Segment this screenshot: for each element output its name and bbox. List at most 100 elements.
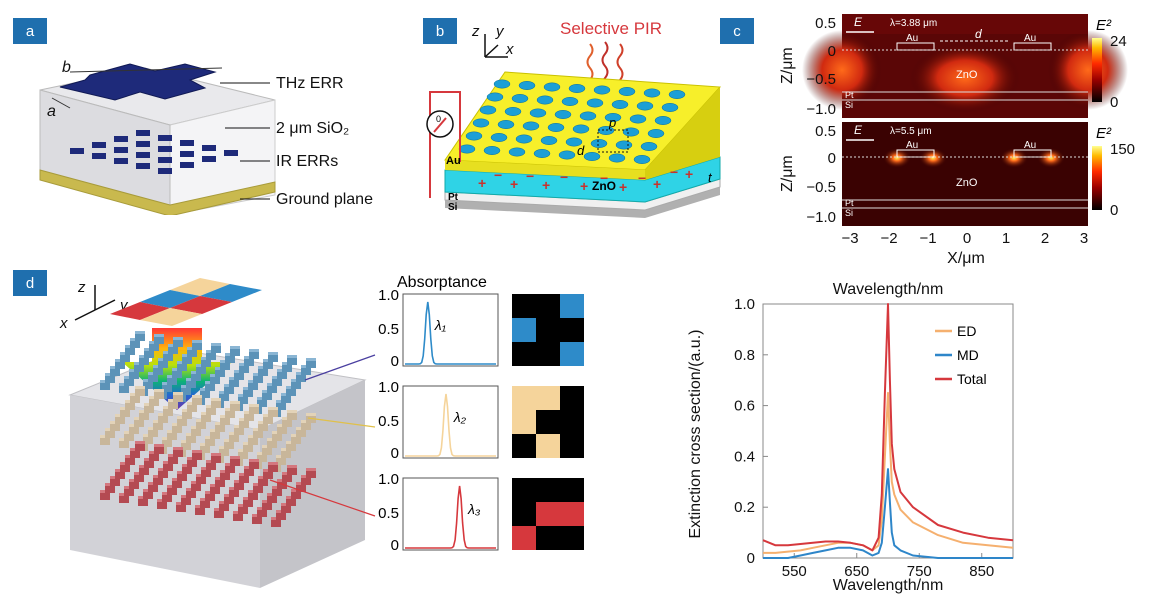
label-p: p	[608, 115, 616, 130]
nanocube-top	[211, 398, 221, 401]
hole	[540, 136, 558, 145]
svg-text:0.5: 0.5	[815, 123, 836, 140]
nanocube-top	[154, 334, 164, 337]
nanocube	[234, 370, 244, 380]
bottom-zno: ZnO	[956, 177, 978, 189]
nanocube	[267, 493, 277, 503]
axis-z-label: z	[471, 23, 480, 40]
xlabel-c: X/μm	[947, 250, 985, 267]
svg-text:0.5: 0.5	[815, 15, 836, 32]
nanocube	[211, 398, 221, 408]
panel-b-diagram: z y x Selective PIR 0 Au ZnO Pt Si p d t…	[426, 19, 722, 218]
nanocube	[144, 348, 154, 358]
hole	[629, 114, 647, 124]
nanocube	[272, 431, 282, 441]
label-t: t	[708, 170, 713, 185]
chart-title: Wavelength/nm	[833, 281, 944, 298]
lambda-label: λ₁	[434, 317, 447, 333]
nanocube	[271, 517, 281, 527]
nanocube	[296, 482, 306, 492]
nanocube	[154, 334, 164, 344]
nanocube-top	[306, 413, 316, 416]
nanocube	[201, 357, 211, 367]
nanocube	[192, 450, 202, 460]
svg-text:+: +	[653, 176, 661, 192]
nanocube	[186, 378, 196, 388]
nanocube	[276, 510, 286, 520]
ylabel-bottom: Z/μm	[779, 155, 796, 192]
pixel	[560, 410, 584, 434]
chart-ytick-label: 0.6	[734, 398, 755, 415]
nanocube	[181, 440, 191, 450]
nanocube	[191, 426, 201, 436]
svg-text:−: −	[638, 170, 646, 186]
cbar-bottom-max: 150	[1110, 141, 1135, 158]
svg-text:−2: −2	[880, 230, 897, 247]
pixel	[512, 386, 536, 410]
nanocube-top	[230, 456, 240, 459]
nanocube	[210, 484, 220, 494]
nanocube	[205, 381, 215, 391]
series-line-ed	[763, 391, 1014, 554]
nanocube-top	[173, 392, 183, 395]
pixel	[536, 502, 560, 526]
nanocube	[230, 401, 240, 411]
nanocube	[125, 400, 135, 410]
nanocube	[139, 465, 149, 475]
nanocube	[281, 393, 291, 403]
hole	[547, 123, 565, 132]
nanocube-top	[268, 407, 278, 410]
nanocube	[206, 350, 216, 360]
nanocube-top	[154, 444, 164, 447]
nanocube	[224, 494, 234, 504]
top-pt: Pt	[845, 90, 854, 100]
svg-text:−: −	[560, 169, 568, 185]
absorptance-frame	[402, 477, 499, 551]
nanocube	[173, 337, 183, 347]
hole	[654, 116, 672, 125]
chart-xtick-label: 550	[782, 563, 807, 580]
nanocube	[130, 393, 140, 403]
nanocube	[124, 376, 134, 386]
nanocube	[205, 491, 215, 501]
nanocube	[276, 400, 286, 410]
nanocube	[249, 349, 259, 359]
nanocube	[268, 462, 278, 472]
nanocube	[173, 447, 183, 457]
nanocube	[177, 361, 187, 371]
nanocube	[262, 500, 272, 510]
nanocube	[196, 419, 206, 429]
nanocube	[301, 420, 311, 430]
thz-err-cross	[59, 63, 217, 101]
nanocube	[149, 451, 159, 461]
nanocube	[224, 439, 234, 449]
nanocube	[120, 462, 130, 472]
nanocube	[272, 486, 282, 496]
nanocube-top	[135, 441, 145, 444]
nanocube	[134, 472, 144, 482]
pixel	[536, 386, 560, 410]
nanocube	[262, 445, 272, 455]
hole	[486, 92, 504, 102]
absorptance-ytick: 0	[391, 445, 399, 462]
nanocube	[219, 446, 229, 456]
nanocube	[168, 399, 178, 409]
nanocube	[119, 493, 129, 503]
panel-d-diagram: z y x	[59, 278, 376, 588]
hole	[579, 111, 597, 121]
chart-series	[762, 303, 1014, 559]
pixel	[536, 434, 560, 458]
pixel	[536, 294, 560, 318]
nanocube	[239, 473, 249, 483]
nanocube	[100, 490, 110, 500]
label-ir-errs: IR ERRs	[276, 153, 338, 170]
nanocube	[267, 383, 277, 393]
pixel	[512, 294, 536, 318]
series-line-total	[762, 303, 1014, 552]
nanocube	[201, 467, 211, 477]
hole	[661, 103, 679, 112]
hole	[590, 139, 608, 148]
